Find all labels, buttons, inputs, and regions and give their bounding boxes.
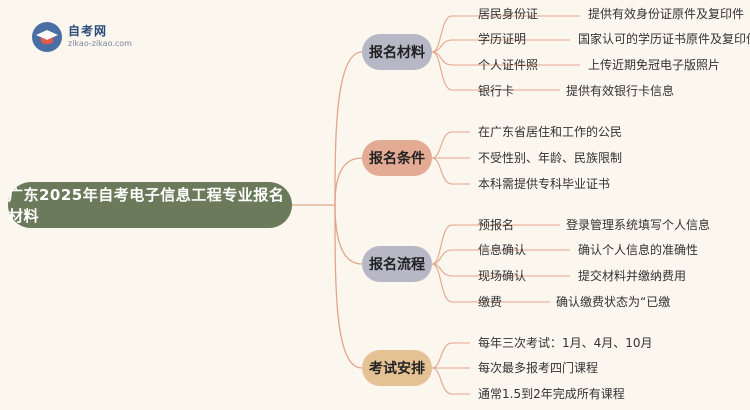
root-node: 广东2025年自考电子信息工程专业报名材料 <box>8 182 292 228</box>
connector-schedule <box>334 204 363 369</box>
category-schedule: 考试安排 <box>362 350 432 386</box>
materials-item-name: 学历证明 <box>478 32 527 46</box>
category-process: 报名流程 <box>362 246 432 282</box>
materials-item-desc: 国家认可的学历证书原件及复印件 <box>578 32 750 46</box>
site-logo[interactable]: 自考网 zikao-zikao.com <box>30 18 170 52</box>
schedule-item: 通常1.5到2年完成所有课程 <box>478 387 625 401</box>
graduation-cap-icon <box>32 22 62 52</box>
process-item-desc: 提交材料并缴纳费用 <box>578 269 687 283</box>
schedule-item: 每年三次考试：1月、4月、10月 <box>478 336 653 350</box>
connector-materials <box>334 51 363 206</box>
schedule-branches <box>431 342 470 395</box>
process-item-name: 现场确认 <box>478 269 527 283</box>
materials-item-desc: 提供有效银行卡信息 <box>566 84 675 98</box>
materials-item-desc: 上传近期免冠电子版照片 <box>588 58 721 72</box>
logo-subtitle: zikao-zikao.com <box>68 39 132 48</box>
category-materials: 报名材料 <box>362 34 432 70</box>
category-conditions: 报名条件 <box>362 140 432 176</box>
materials-item-name: 银行卡 <box>478 84 515 98</box>
materials-item-name: 居民身份证 <box>478 7 539 21</box>
conditions-item: 本科需提供专科毕业证书 <box>478 177 611 191</box>
process-item-desc: 确认个人信息的准确性 <box>578 243 699 257</box>
logo-title: 自考网 <box>68 24 108 38</box>
process-item-name: 信息确认 <box>478 243 527 257</box>
materials-item-name: 个人证件照 <box>478 58 539 72</box>
process-item-desc: 登录管理系统填写个人信息 <box>566 218 711 232</box>
process-item-name: 预报名 <box>478 218 515 232</box>
materials-item-desc: 提供有效身份证原件及复印件 <box>588 7 745 21</box>
schedule-item: 每次最多报考四门课程 <box>478 361 599 375</box>
conditions-branches <box>431 131 470 185</box>
process-item-desc: 确认缴费状态为“已缴 <box>556 295 671 309</box>
process-item-name: 缴费 <box>478 295 503 309</box>
process-branches <box>431 224 570 303</box>
conditions-item: 在广东省居住和工作的公民 <box>478 125 623 139</box>
connector-conditions <box>334 157 363 206</box>
materials-branches <box>431 15 580 91</box>
connector-process <box>334 204 363 265</box>
conditions-item: 不受性别、年龄、民族限制 <box>478 151 623 165</box>
